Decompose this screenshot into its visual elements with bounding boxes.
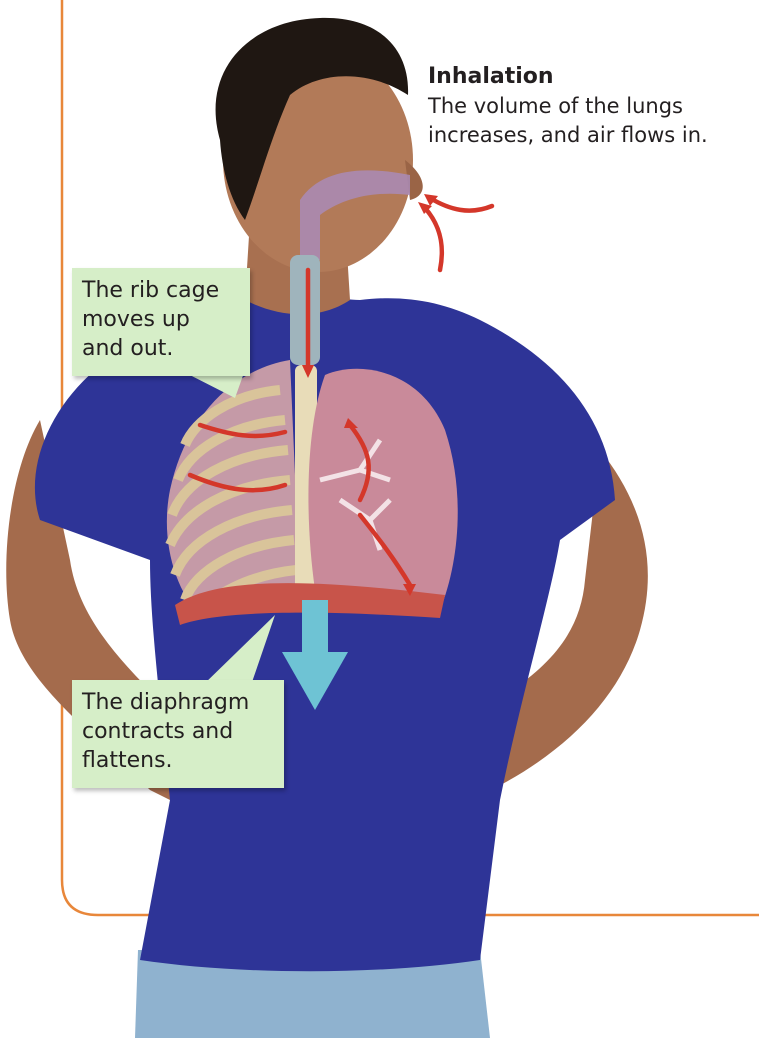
diaphragm-label-line: The diaphragm [82,688,274,717]
inhalation-caption: Inhalation The volume of the lungs incre… [428,62,758,150]
inhalation-description-line: increases, and air flows in. [428,121,758,150]
inhalation-title: Inhalation [428,62,758,92]
diaphragm-label-line: contracts and [82,717,274,746]
diaphragm-label-line: flattens. [82,746,274,775]
rib-cage-label-line: The rib cage [82,276,240,305]
rib-cage-label: The rib cage moves up and out. [72,268,250,376]
trachea [290,255,320,365]
rib-cage-label-line: moves up [82,305,240,334]
inhalation-description: The volume of the lungs increases, and a… [428,92,758,150]
inhalation-description-line: The volume of the lungs [428,92,758,121]
rib-cage-label-line: and out. [82,334,240,363]
diaphragm-label: The diaphragm contracts and flattens. [72,680,284,788]
